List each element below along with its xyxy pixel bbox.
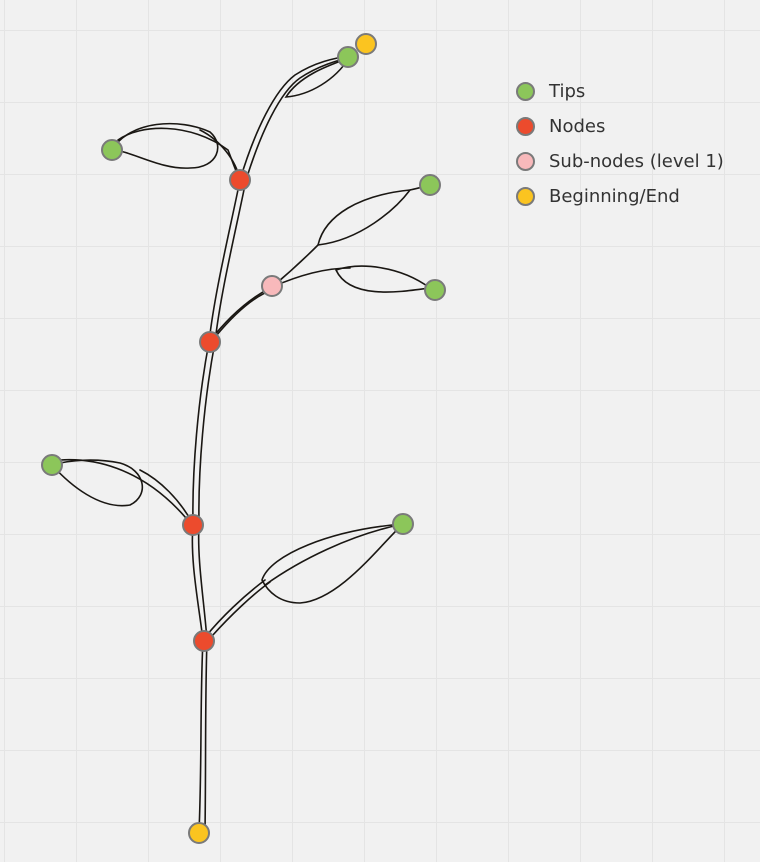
mid-branch-outline bbox=[215, 289, 273, 337]
lower-right-branch-outline bbox=[211, 581, 271, 637]
beginning-marker bbox=[188, 822, 210, 844]
tip-marker bbox=[419, 174, 441, 196]
legend-item-ends: Beginning/End bbox=[516, 179, 724, 213]
tip-marker bbox=[424, 279, 446, 301]
bottom-right-leaf bbox=[261, 523, 406, 604]
tip-marker bbox=[337, 46, 359, 68]
legend-label-ends: Beginning/End bbox=[549, 185, 680, 207]
legend-item-tips: Tips bbox=[516, 74, 724, 108]
node-marker bbox=[199, 331, 221, 353]
legend-item-subnodes: Sub-nodes (level 1) bbox=[516, 144, 724, 178]
upper-left-leaf-outline bbox=[117, 127, 241, 181]
node-marker bbox=[182, 514, 204, 536]
tip-marker bbox=[41, 454, 63, 476]
lower-left-leaf bbox=[51, 459, 144, 507]
subnode-swatch-icon bbox=[516, 151, 535, 171]
subnode-marker bbox=[261, 275, 283, 297]
node-marker bbox=[193, 630, 215, 652]
legend-label-subnodes: Sub-nodes (level 1) bbox=[549, 150, 724, 172]
node-swatch-icon bbox=[516, 116, 535, 136]
ends-swatch-icon bbox=[516, 186, 535, 206]
legend: Tips Nodes Sub-nodes (level 1) Beginning… bbox=[516, 74, 724, 214]
end-marker bbox=[355, 33, 377, 55]
lower-right-branch bbox=[202, 579, 266, 641]
legend-item-nodes: Nodes bbox=[516, 109, 724, 143]
lower-right-leaf bbox=[335, 265, 433, 293]
tip-marker bbox=[101, 139, 123, 161]
tip-marker bbox=[392, 513, 414, 535]
upper-right-leaf bbox=[316, 189, 412, 246]
node-marker bbox=[229, 169, 251, 191]
legend-label-tips: Tips bbox=[549, 80, 586, 102]
lower-left-leaf-outline bbox=[59, 458, 187, 519]
bottom-right-leaf-vein bbox=[264, 523, 404, 586]
main-stem bbox=[191, 55, 350, 833]
upper-left-leaf bbox=[111, 122, 219, 169]
legend-label-nodes: Nodes bbox=[549, 115, 606, 137]
tip-swatch-icon bbox=[516, 81, 535, 101]
main-stem-outline bbox=[197, 57, 350, 833]
